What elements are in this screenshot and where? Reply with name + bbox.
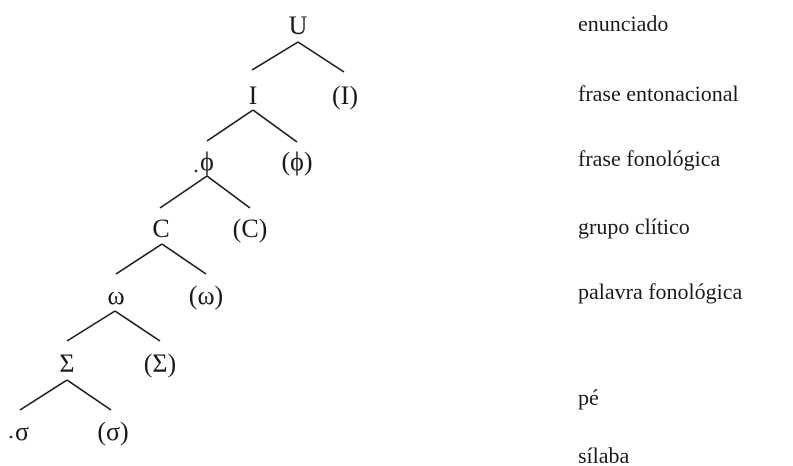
level-label-palavra-fonologica: palavra fonológica: [578, 279, 743, 304]
node-foot-optional: (Σ): [144, 349, 176, 378]
node-i-optional: (I): [332, 81, 358, 110]
level-label-enunciado: enunciado: [578, 11, 668, 36]
node-i: I: [249, 81, 258, 110]
branch-i-right: [252, 109, 298, 143]
branch-u-right: [297, 41, 345, 73]
node-syllable: σ: [15, 417, 29, 446]
node-u: U: [289, 11, 308, 40]
branch-c-left: [115, 243, 163, 275]
level-label-frase-fonologica: frase fonológica: [578, 146, 721, 171]
level-label-silaba: sílaba: [578, 443, 630, 466]
node-omega-optional: (ω): [189, 281, 223, 310]
stray-dot: [194, 169, 198, 173]
node-phi: ϕ: [200, 147, 214, 176]
branch-sigma-foot-right: [66, 379, 112, 411]
branch-i-left: [206, 109, 254, 142]
node-syllable-optional: (σ): [97, 417, 128, 446]
node-c-optional: (C): [233, 214, 268, 243]
branch-phi-right: [206, 175, 251, 209]
branch-phi-left: [159, 175, 208, 209]
branch-sigma-foot-left: [19, 379, 68, 411]
node-foot: Σ: [59, 349, 74, 378]
node-phi-optional: (ϕ): [281, 147, 312, 176]
level-label-frase-entonacional: frase entonacional: [578, 81, 739, 106]
stray-dot: [9, 435, 13, 439]
branch-c-right: [161, 243, 207, 275]
level-label-pe: pé: [578, 385, 599, 410]
branch-u-left: [251, 41, 299, 71]
node-omega: ω: [107, 281, 124, 310]
level-label-grupo-clitico: grupo clítico: [578, 214, 690, 239]
branch-omega-left: [66, 310, 116, 342]
branch-omega-right: [114, 310, 161, 342]
node-c: C: [152, 214, 169, 243]
